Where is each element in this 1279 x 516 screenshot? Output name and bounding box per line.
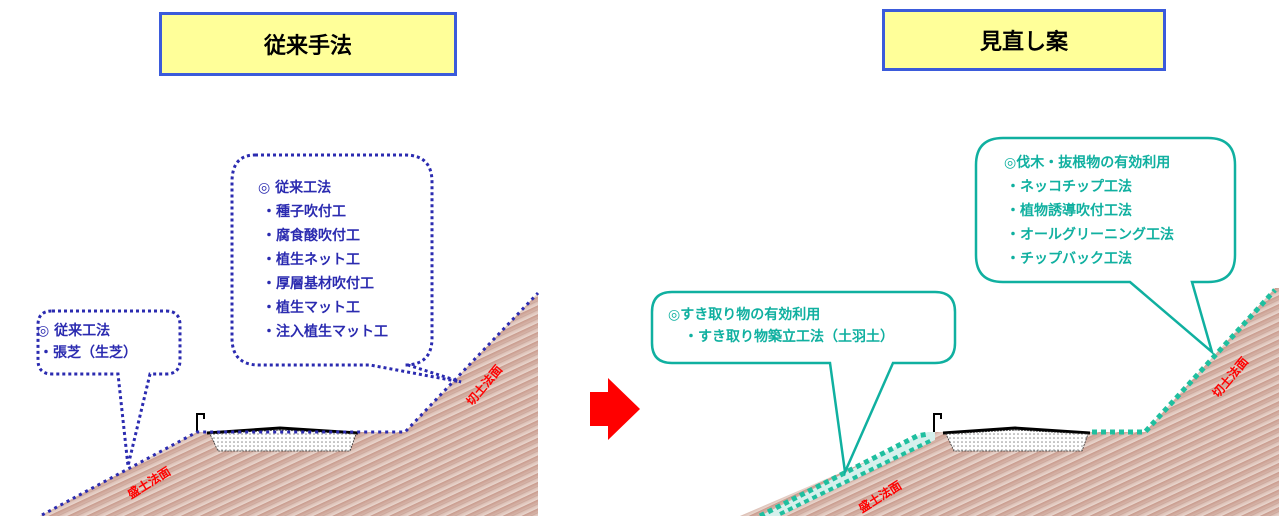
callout-item: ・オールグリーニング工法 [1006, 227, 1174, 243]
fill-slope-treatment-inner [779, 438, 933, 516]
cut-slope-treatment-right [1092, 288, 1277, 435]
callout-left-right-text: ◎すき取り物の有効利用 ・すき取り物築立工法（土羽土） [668, 304, 894, 348]
callout-item: ・チップバック工法 [1006, 251, 1132, 267]
fill-slope-treatment-outer [758, 431, 929, 516]
callout-item: ・厚層基材吹付工 [262, 276, 374, 292]
callout-item: ・種子吹付工 [262, 204, 346, 220]
callout-right-right [974, 136, 1237, 356]
callout-item: ・張芝（生芝） [39, 345, 137, 361]
callout-item: ・すき取り物築立工法（土羽土） [684, 329, 894, 345]
callout-heading: ◎ 従来工法 [37, 323, 111, 339]
slope-treatment-left [41, 291, 540, 516]
callout-left-right [650, 290, 957, 477]
callout-small-left [36, 309, 182, 467]
callout-large-left [230, 153, 462, 384]
callout-item: ・ネッコチップ工法 [1006, 179, 1132, 195]
pavement-right [945, 429, 1089, 452]
callout-heading: ◎伐木・抜根物の有効利用 [1004, 155, 1171, 171]
callout-heading: ◎すき取り物の有効利用 [668, 307, 821, 323]
road-right [942, 426, 1091, 435]
ground-left [40, 293, 538, 516]
callout-item: ・植物誘導吹付工法 [1006, 203, 1132, 219]
guardrail-right [933, 413, 942, 432]
title-proposal: 見直し案 [882, 9, 1166, 71]
callout-right-right-text: ◎伐木・抜根物の有効利用 ・ネッコチップ工法 ・植物誘導吹付工法 ・オールグリー… [1004, 151, 1174, 271]
callout-item: ・植生マット工 [262, 300, 360, 316]
guardrail-left [196, 413, 205, 432]
callout-item: ・注入植生マット工 [262, 324, 388, 340]
callout-small-left-text: ◎ 従来工法 ・張芝（生芝） [37, 320, 137, 364]
callout-item: ・腐食酸吹付工 [262, 228, 360, 244]
transition-arrow-icon [590, 378, 640, 440]
callout-item: ・植生ネット工 [262, 252, 360, 268]
callout-large-left-text: ◎ 従来工法 ・種子吹付工 ・腐食酸吹付工 ・植生ネット工 ・厚層基材吹付工 ・… [258, 176, 388, 344]
callout-heading: ◎ 従来工法 [258, 180, 332, 196]
title-conventional: 従来手法 [159, 12, 457, 76]
